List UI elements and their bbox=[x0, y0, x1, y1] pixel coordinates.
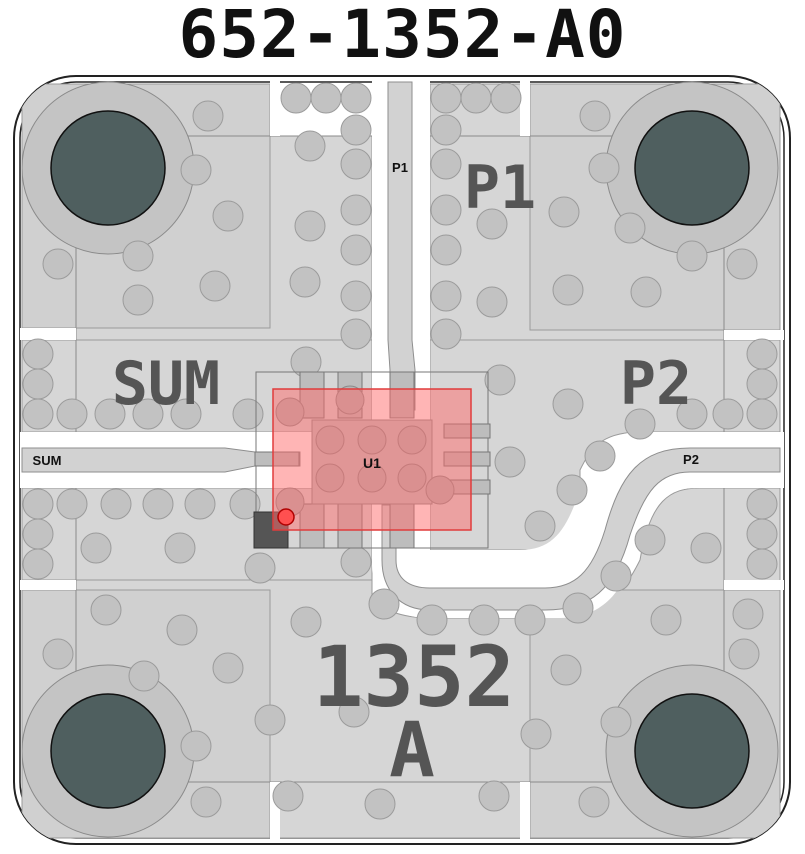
port-label-sum: SUM bbox=[33, 453, 62, 468]
mounting-holes bbox=[21, 81, 779, 838]
p1-trace bbox=[387, 81, 416, 411]
mount-hole-tr bbox=[634, 110, 750, 226]
transmission-lines bbox=[21, 81, 781, 611]
silk-p2: P2 bbox=[620, 349, 692, 419]
port-label-p1: P1 bbox=[392, 160, 408, 175]
mount-hole-tl bbox=[50, 110, 166, 226]
mount-hole-br bbox=[634, 693, 750, 809]
part-number-title: 652-1352-A0 bbox=[178, 0, 627, 73]
silk-model: 1352 bbox=[313, 628, 515, 726]
port-label-p2: P2 bbox=[683, 452, 699, 467]
silk-sum: SUM bbox=[112, 349, 220, 419]
pin1-dot bbox=[277, 508, 295, 526]
u1-highlight[interactable] bbox=[272, 388, 472, 531]
component-ref-u1: U1 bbox=[363, 455, 381, 471]
silk-rev: A bbox=[389, 705, 435, 794]
silk-p1: P1 bbox=[464, 153, 536, 223]
mount-hole-bl bbox=[50, 693, 166, 809]
via-field bbox=[22, 82, 778, 820]
